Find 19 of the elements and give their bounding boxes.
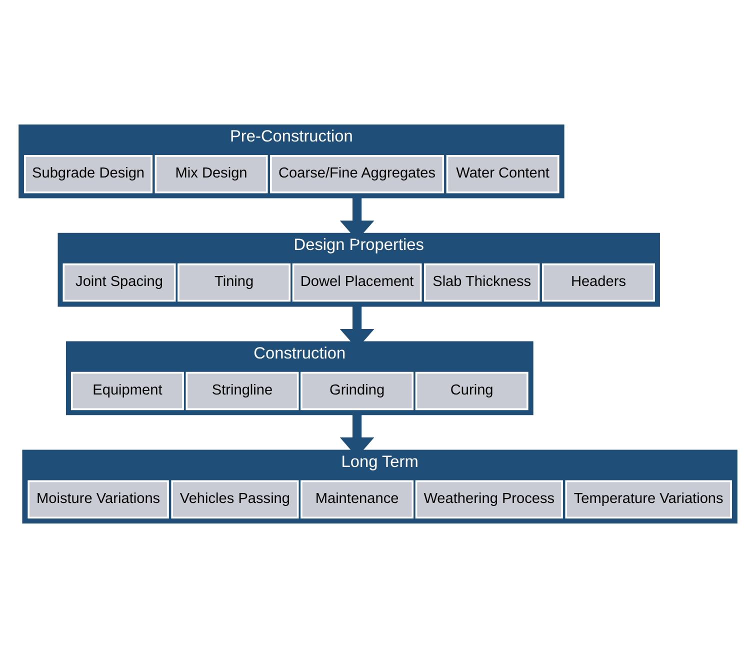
node-box: Temperature Variations (565, 480, 732, 518)
node-box: Grinding (300, 371, 414, 410)
node-box: Moisture Variations (28, 480, 169, 518)
node-box: Water Content (446, 154, 560, 193)
node-box: Weathering Process (415, 480, 563, 518)
node-box: Subgrade Design (24, 154, 152, 193)
node-box: Dowel Placement (292, 262, 422, 302)
node-box: Mix Design (154, 154, 268, 193)
arrow (340, 197, 374, 240)
node-box: Headers (542, 262, 655, 302)
node-box: Coarse/Fine Aggregates (270, 154, 444, 193)
node-box: Stringline (186, 371, 299, 410)
node-box: Slab Thickness (424, 262, 540, 302)
node-box: Tining (178, 262, 291, 302)
node-box: Vehicles Passing (171, 480, 299, 518)
node-box: Joint Spacing (62, 262, 176, 302)
node-box: Equipment (70, 371, 184, 410)
node-box: Maintenance (300, 480, 414, 518)
node-box: Curing (415, 371, 528, 410)
